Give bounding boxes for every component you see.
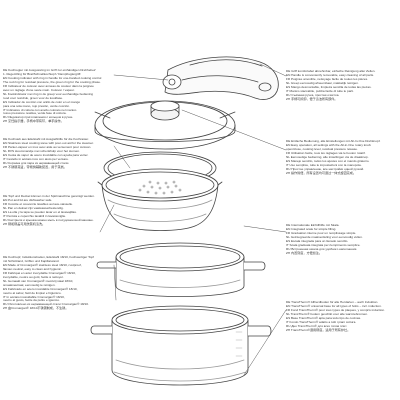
callout-text-line: smaakneutraal, eenvoudig te reinigen. <box>3 282 56 287</box>
callout-text-line: ES Escala integrada para un llenado senc… <box>286 238 349 243</box>
callout-text-line: IT Cestello in acciaio inox con aiuto pe… <box>3 156 69 161</box>
callout-text-line: DE Einfache Bedienung, alle Einstellunge… <box>286 140 381 143</box>
callout-text-line: ES Fabricado en acero inoxidable Cromarg… <box>3 286 78 291</box>
callout-text-line: NL Eenvoudige bediening, alle instelling… <box>286 154 369 159</box>
callout-text-line: RU Дно TransTherm® для всех типов плит. <box>286 323 348 328</box>
callout-steamer-sieve: DE Kochsieb aus Edelstahl mit Ausgießhil… <box>3 138 114 170</box>
callout-text-line: inoxydable, neutre au goût, facile à net… <box>3 274 64 279</box>
callout-text-line: rosso pressione residua, verde fase di c… <box>3 111 67 116</box>
callout-text-line: The red ring for residual pressure, the … <box>3 79 101 84</box>
callout-text-line: ZH TransTherm®通用锅底，适用于所有炉灶。 <box>286 327 351 332</box>
callout-text-line: DE Griff komfortabel abnehmbar, einfache… <box>286 70 376 73</box>
callout-text-line: EN Made of Cromargan® stainless steel 18… <box>3 262 82 267</box>
callout-text-line: EN Pot and lid are dishwasher safe. <box>3 197 53 202</box>
callout-text-line: RU Встроенная шкала для удобного наполне… <box>286 246 358 251</box>
callout-text-line: FR Utilisation facile, tous les réglages… <box>286 150 366 155</box>
callout-text-line: FR Poignée amovible, nettoyage facile de… <box>286 76 369 81</box>
callout-text-line: ZH 锅和锅盖可用洗碗机清洗。 <box>3 221 46 226</box>
callout-text-line: NL Greep eenvoudig afneembaar, makkelijk… <box>286 80 359 85</box>
callout-text-line: RU Простое управление, все настройки одн… <box>286 166 365 171</box>
callout-text-line: ZH 手柄可拆卸，便于清洁所有部件。 <box>286 96 338 101</box>
callout-text-line: ES Base TransTherm® apta para todo tipo … <box>286 315 362 320</box>
callout-text-line: NL Gemaakt van Cromargan® roestvrij staa… <box>3 278 74 283</box>
callout-text-line: NL Kookindicator met ring in de greep vo… <box>3 91 94 96</box>
callout-text-line: neutro al gusto, facile da pulire e igie… <box>3 298 60 303</box>
callout-cooking-indicator: DE Kochregler mit Ausgussring im Griff z… <box>3 69 114 124</box>
callout-removable-handle: DE Griff komfortabel abnehmbar, einfache… <box>286 70 398 102</box>
callout-text-line: FR Cocotte et couvercle lavables au lave… <box>3 201 73 206</box>
callout-text-line: ZH 内置刻度，方便加注。 <box>286 250 322 255</box>
callout-text-line: RU Изготовлено из нержавеющей стали Crom… <box>3 302 89 307</box>
callout-text-line: DE TransTherm® Allherdboden für alle Her… <box>286 301 379 304</box>
callout-text-line: 1. Regel-Ring für Brat/Schnellkochtopf /… <box>3 71 82 76</box>
callout-text-line: NL TransTherm® bodem geschikt voor alle … <box>286 311 368 316</box>
callout-text-line: neutro al sabor, fácil de limpiar e higi… <box>3 290 62 295</box>
callout-text-line: open/close, cooking level, residual pres… <box>286 146 358 151</box>
callout-material: DE Kochtopf, Induktionsboden, Edelstahl … <box>3 256 114 311</box>
callout-text-line: EN Handle is conveniently removable, eas… <box>286 72 375 77</box>
callout-text-line: IT Scala graduata integrata per riempime… <box>286 242 361 247</box>
callout-text-line: ZH 烹饪指示器，手柄中带有环，单手操作。 <box>3 119 64 124</box>
callout-text-line: NL RVS stoommandje met schenkhulp voor h… <box>3 148 80 153</box>
callout-text-line: ES Indicador de cocción con anillo de co… <box>3 99 81 104</box>
callout-text-line: NL Geïntegreerde maatverdeling voor eenv… <box>286 234 363 239</box>
callout-text-line: ES Cesta de vapor de acero inoxidable co… <box>3 152 89 157</box>
callout-text-line: DE Topf und Deckel können in der Spülmas… <box>3 195 95 198</box>
callout-text-line: RU Индикатор приготовления с кольцом в р… <box>3 115 74 120</box>
callout-text-line: RU Кастрюля и крышка можно мыть в посудо… <box>3 217 94 222</box>
callout-text-line: ZH 由Cromargan® 18/10不锈钢制成，不生锈。 <box>3 306 69 311</box>
callout-text-line: FR Indicateur de cuisson avec anneau de … <box>3 83 94 88</box>
callout-text-line: DE Kochsieb aus Edelstahl mit Ausgießhil… <box>3 138 89 141</box>
callout-text-line: flavour-neutral, easy to clean and hygie… <box>3 266 62 271</box>
callout-text-line: NL Pan en deksel zijn vaatwasserbestendi… <box>3 205 64 210</box>
callout-text-line: FR Fond TransTherm® pour tous types de p… <box>286 307 385 312</box>
callout-text-line: FR Panier-vapeur en inox avec aide au ve… <box>3 144 92 149</box>
removable-handle <box>162 56 279 100</box>
callout-text-line: EN Stainless steel cooking sieve with po… <box>3 140 94 145</box>
callout-text-line: FR Graduation interne pour un remplissag… <box>286 230 357 235</box>
callout-text-line: FR Fabriqué en acier inoxydable Cromarga… <box>3 270 76 275</box>
callout-text-line: ZH 不锈钢蒸篮，带倾倒辅助装置，用于蒸煮。 <box>3 164 67 169</box>
leader-lines <box>99 63 287 376</box>
callout-text-line: RU Корзина для пара из нержавеющей стали… <box>3 160 70 165</box>
callout-text-line: IT Manico staccabile, pulizia facile di … <box>286 88 354 93</box>
callout-universal-base: DE TransTherm® Allherdboden für alle Her… <box>286 301 398 333</box>
steamer-basket <box>97 168 223 231</box>
callout-text-line: EN Integrated scale for simple filling. <box>286 226 337 231</box>
callout-dishwasher: DE Topf und Deckel können in der Spülmas… <box>3 195 114 227</box>
callout-filling-scale: DE Internationale Einfüllhilfe mit Skala… <box>286 224 398 256</box>
callout-text-line: IT In acciaio inossidabile Cromargan® 18… <box>3 294 65 299</box>
callout-text-line: IT Pentola e coperchio lavabili in lavas… <box>3 213 67 218</box>
callout-text-line: EN Easy operation, all settings with the… <box>286 142 372 147</box>
callout-text-line: EN Cooking indicator with ring in handle… <box>3 75 102 80</box>
callout-text-line: IT Uso semplice, tutte le impostazioni c… <box>286 162 362 167</box>
callout-text-line: ZH 操作简便，所有设置均可通过一体式旋钮完成。 <box>286 170 356 175</box>
callout-easy-operation: DE Einfache Bedienung, alle Einstellunge… <box>286 140 398 176</box>
callout-text-line: DE Internationale Einfüllhilfe mit Skala… <box>286 224 340 227</box>
callout-text-line: ES Manejo sencillo, todos los ajustes co… <box>286 158 370 163</box>
pot-lower <box>90 305 272 386</box>
callout-text-line: ES Mango desmontable, limpieza sencilla … <box>286 84 372 89</box>
callout-text-line: IT Fondo TransTherm® adatto a tutti i pi… <box>286 319 357 324</box>
callout-text-line: RU Съёмная ручка, простая очистка. <box>286 92 340 97</box>
callout-text-line: avec un réglage d'une seule main. Cuisso… <box>3 87 75 92</box>
callout-text-line: EN TransTherm® universal base for all ty… <box>286 303 382 308</box>
callout-text-line: DE Kochtopf, Induktionsboden, Edelstahl … <box>3 256 94 259</box>
callout-text-line: IT Indicatore di cottura con anello colo… <box>3 107 77 112</box>
callout-text-line: DE Kochregler mit Ausgussring im Griff z… <box>3 69 96 72</box>
callout-text-line: mit Schüttrand, Griffen und Kapillarwand… <box>3 258 60 263</box>
callout-text-line: ES La olla y la tapa se pueden lavar en … <box>3 209 77 214</box>
callout-text-line: rood voor restdruk, groen voor de kookfa… <box>3 95 64 100</box>
pressure-lid <box>94 100 236 150</box>
callout-text-line: para una sola mano, rojo presión, verde … <box>3 103 70 108</box>
pot-upper <box>96 242 266 297</box>
